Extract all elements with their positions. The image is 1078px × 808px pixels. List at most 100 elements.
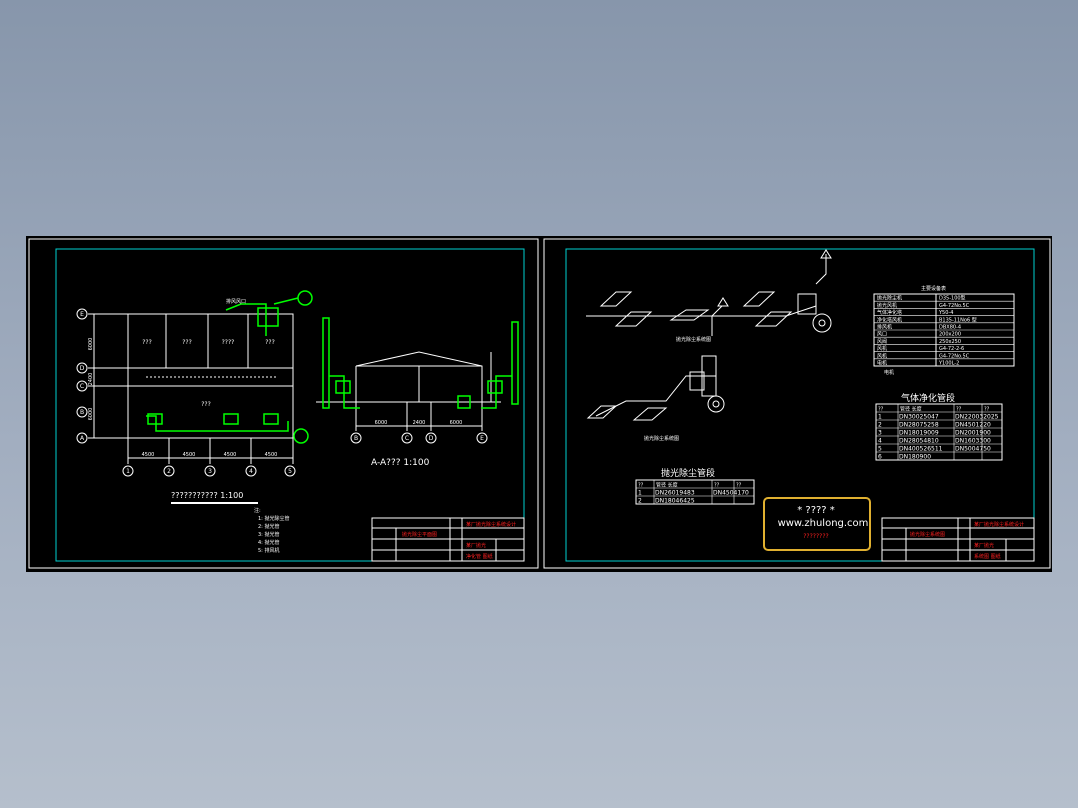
title-block-sub: 净化管 图纸 [466,553,493,560]
title-block-sub: 系统图 图纸 [974,553,1001,560]
table-cell: 4 [878,438,882,445]
table-cell: 2 [878,422,882,429]
table-header-cell: 管径 长度 [900,406,922,413]
note-line: 1: 抛光除尘管 [258,515,289,522]
table-header-cell: 管径 长度 [656,482,678,489]
table-cell: 6 [878,454,882,461]
plan-title: ??????????? 1:100 [171,491,243,500]
title-block-project: 某厂抛光除尘系统设计 [974,521,1024,528]
axis-letter: E [80,311,84,318]
table-cell: DN400526511 [899,446,943,453]
table-cell: DN2001900 [955,430,991,437]
iso-label: 抛光除尘系统图 [644,435,679,442]
plan-ducts [146,290,313,444]
table-cell: 2 [638,498,642,505]
table-cell: 3 [878,430,882,437]
table-cell: 1 [878,414,882,421]
equip-name: 排风机 [877,324,892,331]
table-header-cell: ?? [878,407,884,413]
section-ducts [322,317,519,409]
iso-label: 抛光除尘系统图 [676,336,711,343]
floor-plan [88,313,294,464]
room-label: ??? [182,339,192,346]
note-line: 2: 抛光管 [258,523,279,530]
equip-name: 抛光风机 [877,302,897,309]
right-sheet-border [543,238,1051,569]
watermark-sub: ???????? [803,533,828,540]
table-cell: DN18019009 [899,430,939,437]
table-frame [635,479,755,505]
right-sheet-inner-border [565,248,1035,562]
axis-number: 1 [126,468,130,475]
room-label: ???? [222,339,235,346]
title-block-sub: 某厂抛光 [974,542,994,549]
axis-letter: C [405,435,409,442]
table-header-cell: ?? [638,483,644,489]
dim-text: 4500 [265,452,278,458]
equip-name: 电机 [877,360,887,367]
plan-axis-markers-left: E D C B A [76,308,88,444]
equip-model: D35-100型 [939,295,966,302]
table-cell: DN28054810 [899,438,939,445]
room-label: ??? [142,339,152,346]
note-line: 4: 抛光管 [258,539,279,546]
equip-model: B135-11No6 型 [939,316,977,323]
dim-text: 4500 [183,452,196,458]
dim-text: 6000 [375,420,388,426]
note-line: 5: 排风机 [258,547,279,554]
notes-header: 注: [254,507,261,514]
table-cell: DN26019483 [655,490,695,497]
watermark-stars: * ???? * [797,505,835,516]
axis-letter: B [80,409,84,416]
section-title: A-A??? 1:100 [371,458,430,468]
iso-system-top [586,249,832,333]
equip-model: G4-72No.5C [939,353,970,359]
table-cell: DN4501220 [955,422,991,429]
table-frame [875,403,1003,461]
table-cell: DN28075258 [899,422,939,429]
cad-viewport[interactable]: E D C B A 1 2 3 4 5 4500 4500 4500 4500 … [26,236,1052,572]
left-sheet-border [28,238,539,569]
plan-axis-markers-bottom: 1 2 3 4 5 [122,465,296,477]
table-header-cell: ?? [714,483,720,489]
axis-letter: D [429,435,434,442]
dim-text: 6000 [450,420,463,426]
equip-model: 250x250 [939,339,961,345]
axis-letter: A [80,435,85,442]
notes: 注: 1: 抛光除尘管 2: 抛光管 3: 抛光管 4: 抛光管 5: 排风机 [254,507,289,554]
table-cell: DN1603300 [955,438,991,445]
equip-model: DBX80-4 [939,325,961,331]
table-cell: DN30025047 [899,414,939,421]
table-cell: 5 [878,446,882,453]
iso-system-bottom [586,297,729,421]
title-block-drawing: 抛光除尘平面图 [402,531,437,538]
plan-dimensions: 4500 4500 4500 4500 6000 2400 6000 [88,338,277,458]
title-block-project: 某厂抛光除尘系统设计 [466,521,516,528]
equip-model: G4-72No.5C [939,303,970,309]
equip-name: 风机 [877,345,887,352]
dim-text: 4500 [224,452,237,458]
table-cell: 1 [638,490,642,497]
equip-model: Y50-4 [938,310,953,316]
table-header-cell: ?? [984,407,990,413]
left-title-block: 某厂抛光除尘系统设计 抛光除尘平面图 某厂抛光 净化管 图纸 [371,517,525,562]
polish-table-title: 抛光除尘管段 [661,467,715,479]
equip-extra: 电机 [884,369,894,376]
room-label: ??? [265,339,275,346]
equip-model: 200x200 [939,332,961,338]
note-line: 3: 抛光管 [258,531,279,538]
equip-name: 抛光除尘机 [877,295,902,302]
dim-text: 4500 [142,452,155,458]
equip-name: 风阀 [877,338,887,345]
table-cell: DN5004750 [955,446,991,453]
axis-number: 5 [288,468,292,475]
axis-number: 3 [208,468,212,475]
equip-model: G4-72-2-6 [939,346,964,352]
axis-letter: D [80,365,85,372]
equip-name: 风机 [877,352,887,359]
cad-drawing: E D C B A 1 2 3 4 5 4500 4500 4500 4500 … [28,238,1051,569]
dim-text: 2400 [413,420,426,426]
